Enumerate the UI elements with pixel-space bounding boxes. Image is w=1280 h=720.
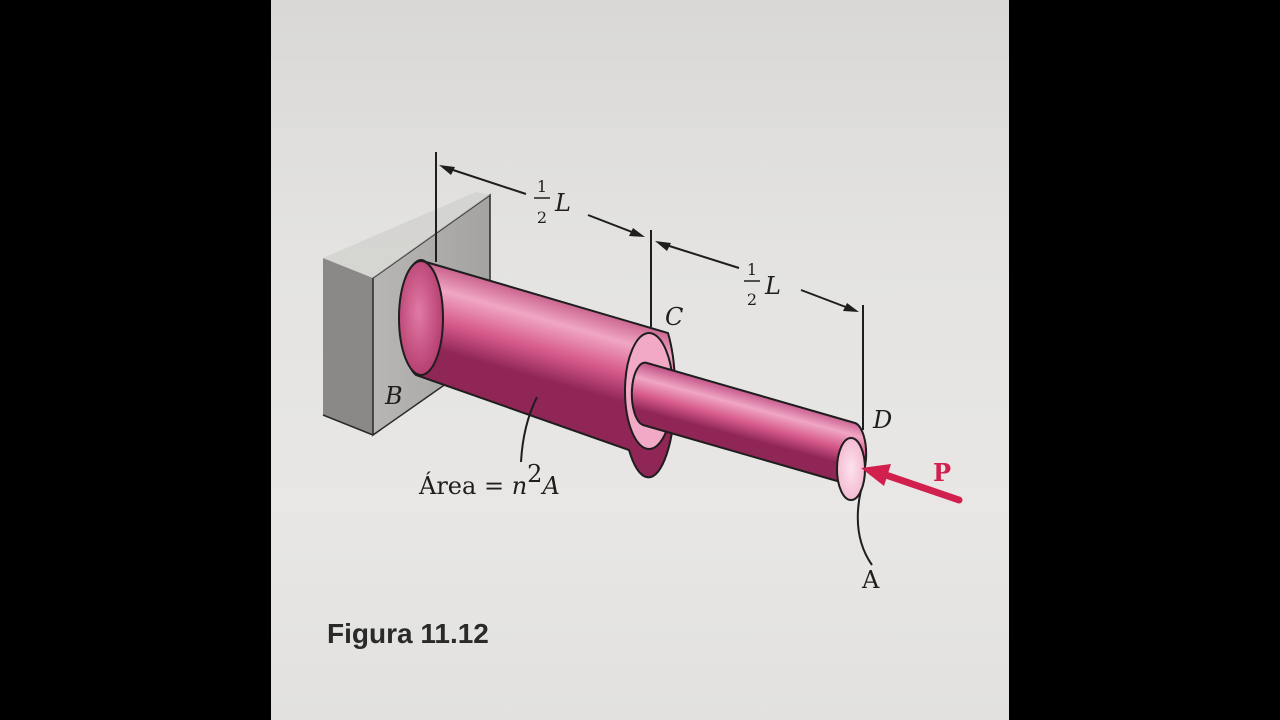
arrowhead-right [629,228,645,237]
area-label: Área = n2A [418,460,560,500]
large-rod-section [398,259,677,479]
small-rod-body [630,361,868,487]
label-b: B [384,382,403,410]
area-leader-line [520,396,538,463]
wall-top-face [323,192,490,278]
fraction-numerator: 1 [537,177,547,196]
wall-side-face [323,258,373,435]
length-symbol: L [764,272,781,300]
dimension-label-bc: 1 2 L [534,177,571,227]
arrowhead-right [843,303,859,312]
rod-diagram: 1 2 L 1 2 L C D B A Área = n2A [322,152,963,594]
a-leader-line [856,489,873,566]
page-background: 1 2 L 1 2 L C D B A Área = n2A [271,0,1009,720]
wall-bottom-edge [322,414,374,436]
force-arrow-p [861,464,963,504]
arrowhead-left [439,165,455,175]
label-d: D [872,406,892,434]
force-label-p: P [933,458,951,487]
dimension-line-cd [655,241,859,312]
area-label-suffix: A [540,472,559,500]
area-label-variable: n [512,472,527,500]
length-symbol: L [554,189,571,217]
area-label-exponent: 2 [527,460,542,488]
figure-caption: Figura 11.12 [327,618,489,649]
label-c: C [665,303,683,331]
dimension-label-cd: 1 2 L [744,260,781,309]
small-rod-section [630,361,868,501]
area-label-prefix: Área = [418,471,512,500]
dimension-line-bc [439,165,645,237]
fraction-numerator: 1 [747,260,757,279]
large-rod-end-face [398,260,444,376]
fraction-denominator: 2 [747,290,757,309]
arrowhead-left [655,241,671,251]
label-a: A [861,566,880,594]
fraction-denominator: 2 [537,208,547,227]
